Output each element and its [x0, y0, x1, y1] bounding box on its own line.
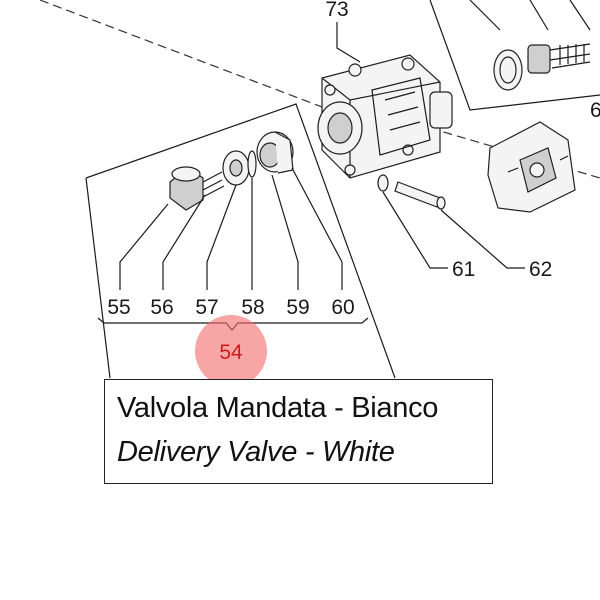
leader-73 [336, 22, 361, 63]
part-label-59: 59 [286, 296, 309, 319]
caption-box: Valvola Mandata - Bianco Delivery Valve … [104, 379, 493, 484]
group-bracket-valve [85, 103, 396, 379]
leader-56 [162, 194, 206, 290]
highlight-marker[interactable] [195, 315, 267, 387]
part-label-73: 73 [325, 0, 348, 21]
group-bracket-top-right [429, 0, 600, 111]
part-label-6-partial: 6 [590, 99, 600, 122]
leader-57 [206, 184, 237, 290]
leader-60 [291, 167, 343, 290]
caption-english: Delivery Valve - White [117, 436, 395, 468]
pin-part-icon [377, 174, 446, 210]
part-label-61: 61 [452, 258, 475, 281]
part-label-62: 62 [529, 258, 552, 281]
caption-italian: Valvola Mandata - Bianco [117, 392, 439, 424]
leader-55 [119, 203, 169, 290]
spring-part-icon [493, 43, 591, 91]
part-label-55: 55 [107, 296, 130, 319]
leader-61 [382, 191, 448, 269]
part-label-58: 58 [241, 296, 264, 319]
dashed-assembly-line [39, 0, 331, 111]
leader-62 [440, 209, 525, 269]
part-label-60: 60 [331, 296, 354, 319]
pump-head-block-icon [317, 54, 453, 179]
cover-plate-icon [487, 121, 576, 213]
assembly-label-54: 54 [219, 341, 243, 364]
part-label-56: 56 [150, 296, 173, 319]
valve-parts-icon [169, 131, 294, 211]
part-label-57: 57 [195, 296, 218, 319]
leader-59 [271, 174, 299, 290]
